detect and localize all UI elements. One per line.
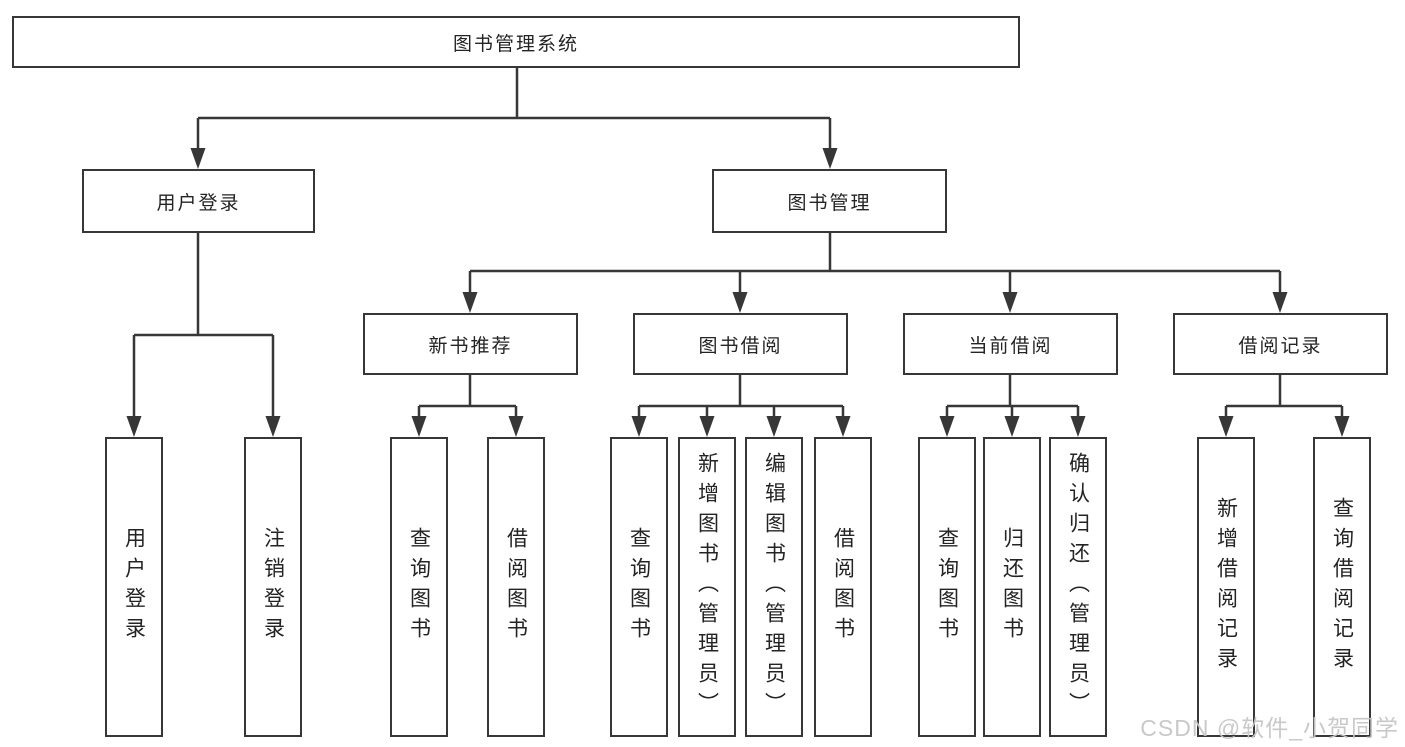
node-borrowing-records: 借阅记录	[1173, 313, 1388, 375]
node-book-borrowing-label: 图书借阅	[698, 335, 783, 357]
node-user-login: 用户登录	[82, 169, 315, 233]
leaf-return-books: 归还图书	[983, 437, 1041, 737]
leaf-borrow-books-recommend: 借阅图书	[487, 437, 545, 737]
node-current-borrowing: 当前借阅	[903, 313, 1118, 375]
leaf-query-books-current: 查询图书	[918, 437, 976, 737]
node-book-borrowing: 图书借阅	[633, 313, 848, 375]
leaf-add-borrow-record-label: 新增借阅记录	[1214, 497, 1238, 677]
leaf-query-borrow-record: 查询借阅记录	[1313, 437, 1371, 737]
node-new-book-recommend-label: 新书推荐	[428, 335, 513, 357]
node-book-management: 图书管理	[712, 169, 947, 233]
csdn-watermark: CSDN @软件_小贺同学	[1140, 715, 1399, 741]
leaf-logout-label: 注销登录	[261, 527, 285, 647]
node-root-system-label: 图书管理系统	[452, 33, 579, 55]
leaf-confirm-return-admin: 确认归还（管理员）	[1049, 437, 1107, 737]
leaf-edit-books-admin: 编辑图书（管理员）	[745, 437, 803, 737]
leaf-user-login-label: 用户登录	[122, 527, 146, 647]
leaf-confirm-return-admin-label: 确认归还（管理员）	[1066, 452, 1090, 722]
node-new-book-recommend: 新书推荐	[363, 313, 578, 375]
leaf-borrow-books-borrowing-label: 借阅图书	[831, 527, 855, 647]
leaf-borrow-books-recommend-label: 借阅图书	[504, 527, 528, 647]
leaf-return-books-label: 归还图书	[1000, 527, 1024, 647]
leaf-query-books-recommend: 查询图书	[390, 437, 448, 737]
leaf-add-borrow-record: 新增借阅记录	[1197, 437, 1255, 737]
leaf-edit-books-admin-label: 编辑图书（管理员）	[762, 452, 786, 722]
leaf-add-books-admin: 新增图书（管理员）	[678, 437, 736, 737]
node-borrowing-records-label: 借阅记录	[1238, 335, 1323, 357]
leaf-borrow-books-borrowing: 借阅图书	[814, 437, 872, 737]
leaf-query-borrow-record-label: 查询借阅记录	[1330, 497, 1354, 677]
leaf-user-login: 用户登录	[105, 437, 163, 737]
leaf-add-books-admin-label: 新增图书（管理员）	[695, 452, 719, 722]
node-user-login-label: 用户登录	[156, 192, 241, 214]
leaf-query-books-recommend-label: 查询图书	[407, 527, 431, 647]
node-book-management-label: 图书管理	[787, 192, 872, 214]
node-current-borrowing-label: 当前借阅	[968, 335, 1053, 357]
node-root-system: 图书管理系统	[12, 16, 1020, 68]
leaf-query-books-borrowing: 查询图书	[610, 437, 668, 737]
leaf-logout: 注销登录	[244, 437, 302, 737]
leaf-query-books-borrowing-label: 查询图书	[627, 527, 651, 647]
leaf-query-books-current-label: 查询图书	[935, 527, 959, 647]
